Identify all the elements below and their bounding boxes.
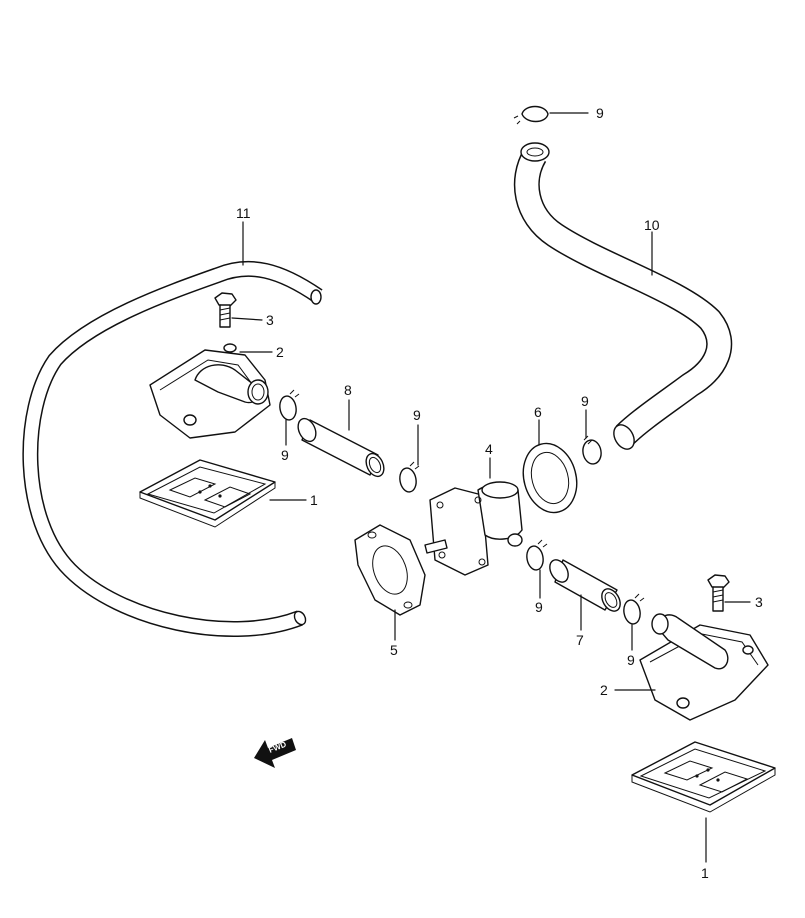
clamp-9-top [513,105,549,125]
callout-6: 6 [534,404,542,420]
callout-9-center-right: 9 [581,393,589,409]
clamp-9-lower-right [623,593,645,625]
hose-10 [513,142,733,450]
bolt-3-right [707,574,730,612]
callout-2-right: 2 [600,682,608,698]
clamp-9-center-left [399,461,420,493]
callout-8: 8 [344,382,352,398]
callout-3-left: 3 [266,312,274,328]
callout-1-left: 1 [310,492,318,508]
callout-5: 5 [390,642,398,658]
hose-7 [549,559,621,612]
bolt-3-left [214,292,237,328]
flange-gasket-5 [354,524,426,616]
hose-8 [297,417,385,478]
seal-ring-6 [522,442,578,514]
reed-plate-1-left [139,459,276,528]
callout-3-right: 3 [755,594,763,610]
callout-2-left: 2 [276,344,284,360]
clamp-9-center-right [582,435,602,465]
reed-plate-1-right [631,741,776,813]
callout-1-right: 1 [701,865,709,881]
callout-9-lower-center: 9 [535,599,543,615]
pump-4 [424,481,523,576]
callout-9-center-left: 9 [413,407,421,423]
callout-9-left: 9 [281,447,289,463]
callout-9-top: 9 [596,105,604,121]
fwd-arrow-icon: FWD [254,738,296,768]
clamp-9-lower-center [526,539,548,571]
callout-9-lower-right: 9 [627,652,635,668]
callout-10: 10 [644,217,660,233]
leader-lines [231,112,751,863]
hose-11 [22,260,323,638]
callout-7: 7 [576,632,584,648]
valve-cover-2-left [149,343,271,439]
clamp-9-left [279,389,300,421]
callout-11: 11 [236,205,251,221]
valve-cover-2-right [639,613,769,721]
callout-4: 4 [485,441,493,457]
callout-labels: 9 10 11 3 2 1 9 8 9 4 6 9 5 9 7 9 3 2 1 [236,105,763,881]
